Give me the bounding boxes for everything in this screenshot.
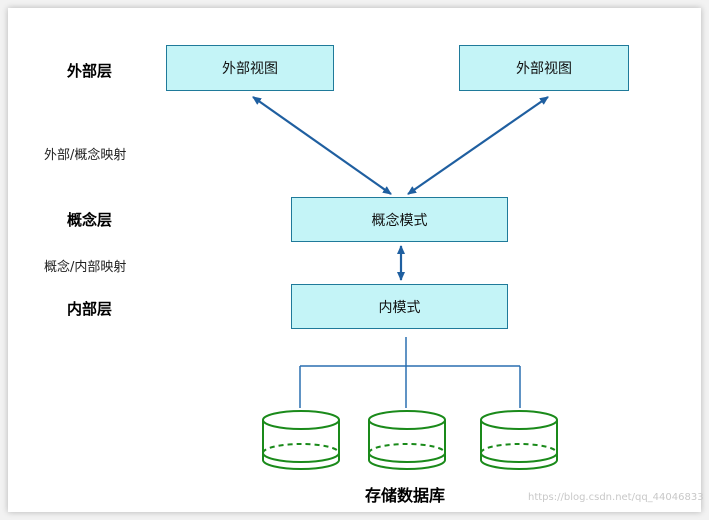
connector-layer <box>252 96 558 470</box>
external-view-box-left: 外部视图 <box>166 45 334 91</box>
arrow-external-left-to-conceptual <box>252 96 392 195</box>
storage-connector <box>299 337 521 408</box>
diagram-frame: 外部层 外部/概念映射 概念层 概念/内部映射 内部层 外部视图 外部视图 概念… <box>8 8 704 512</box>
layer-label-conceptual: 概念层 <box>67 211 113 229</box>
watermark-text: https://blog.csdn.net/qq_44046833 <box>528 492 704 503</box>
storage-database-label: 存储数据库 <box>365 486 446 505</box>
external-view-left-label: 外部视图 <box>222 61 278 77</box>
conceptual-schema-label: 概念模式 <box>371 212 428 229</box>
mapping-label-conceptual-internal: 概念/内部映射 <box>44 260 127 275</box>
database-cylinder-1 <box>262 410 340 470</box>
conceptual-schema-box: 概念模式 <box>291 197 508 242</box>
external-view-right-label: 外部视图 <box>516 61 572 77</box>
mapping-label-external-conceptual: 外部/概念映射 <box>44 148 127 163</box>
database-cylinder-3 <box>480 410 558 470</box>
internal-schema-label: 内模式 <box>378 299 421 316</box>
layer-label-internal: 内部层 <box>67 300 113 318</box>
external-view-box-right: 外部视图 <box>459 45 629 91</box>
layer-label-external: 外部层 <box>67 62 113 80</box>
arrow-external-right-to-conceptual <box>407 96 549 195</box>
database-cylinder-2 <box>368 410 446 470</box>
internal-schema-box: 内模式 <box>291 284 508 329</box>
